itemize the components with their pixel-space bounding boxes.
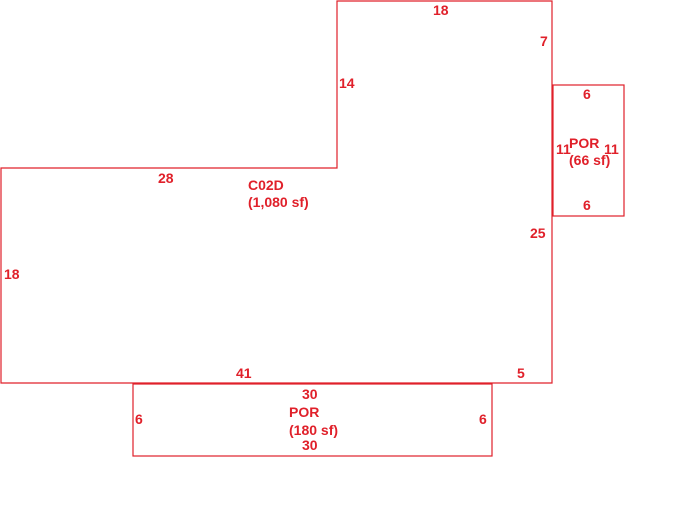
dim-por-right-left: 11	[556, 141, 571, 157]
dim-main-lower-right: 25	[530, 225, 546, 241]
main-area-outline	[0, 0, 553, 384]
por-right-outline	[552, 84, 625, 217]
dim-por-right-bottom: 6	[583, 197, 591, 213]
dim-main-mid-horizontal: 28	[158, 170, 174, 186]
dim-main-upper-right: 7	[540, 33, 548, 49]
dim-main-left: 18	[4, 266, 20, 282]
dim-por-bottom-left: 6	[135, 411, 143, 427]
dim-main-bottom: 41	[236, 365, 252, 381]
dim-main-right-step: 5	[517, 365, 525, 381]
dim-por-bottom-top: 30	[302, 386, 318, 402]
por-bottom-size: (180 sf)	[289, 422, 338, 438]
por-right-name: POR	[569, 135, 599, 151]
main-area-size: (1,080 sf)	[248, 194, 309, 210]
dim-main-top: 18	[433, 2, 449, 18]
por-bottom-name: POR	[289, 404, 319, 420]
dim-main-inner-vertical: 14	[339, 75, 355, 91]
por-bottom-outline	[132, 383, 493, 457]
dim-por-bottom-right: 6	[479, 411, 487, 427]
por-right-size: (66 sf)	[569, 152, 610, 168]
dim-por-right-top: 6	[583, 86, 591, 102]
dim-por-right-right: 11	[604, 141, 619, 157]
main-area-name: C02D	[248, 177, 284, 193]
dim-por-bottom-bottom: 30	[302, 437, 318, 453]
